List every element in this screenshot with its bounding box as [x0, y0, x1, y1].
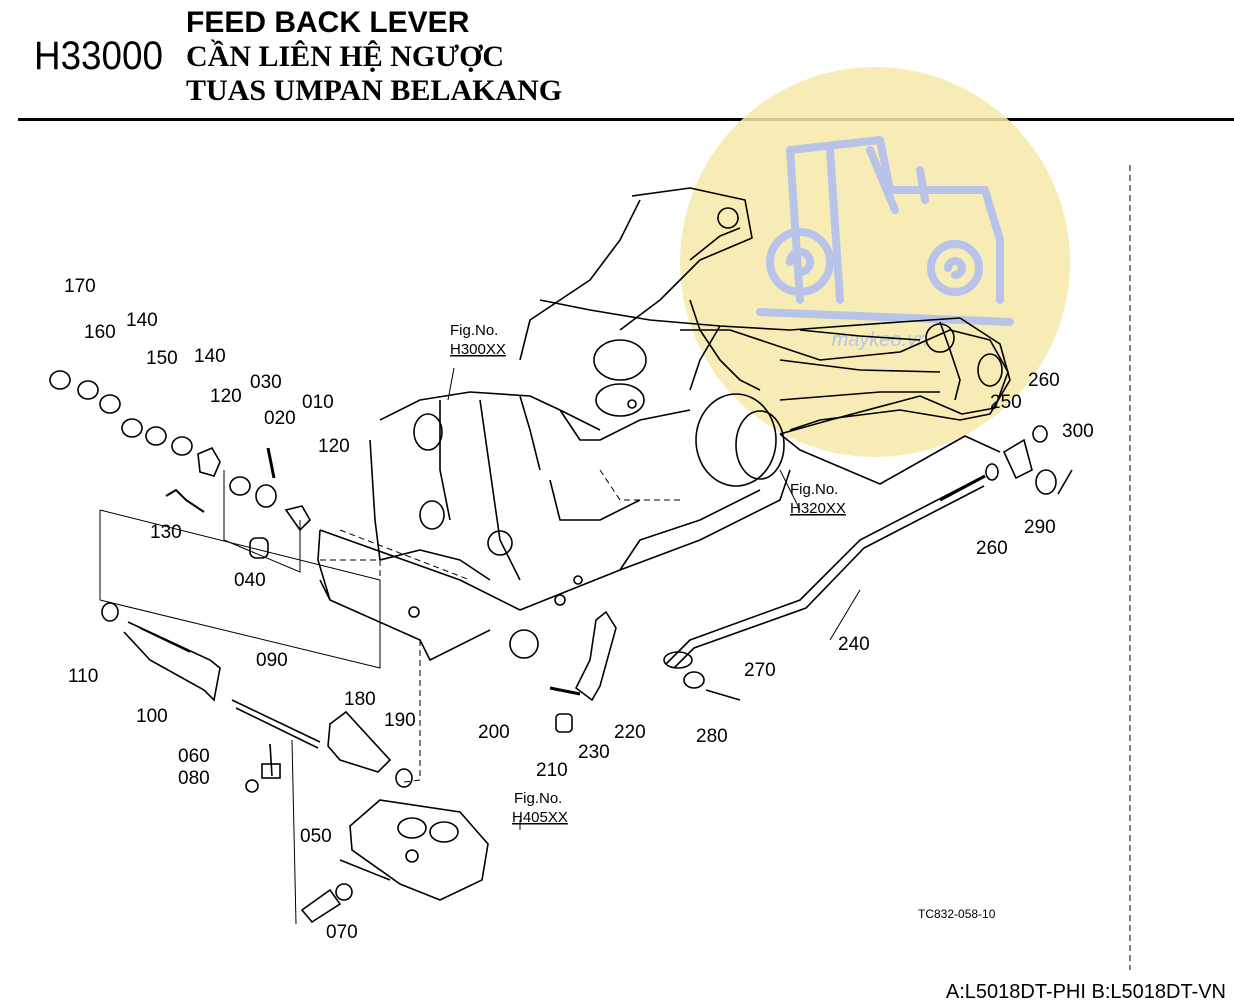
- lift-arm: [680, 323, 1009, 485]
- part-label: 200: [478, 722, 510, 743]
- part-label: 290: [1024, 517, 1056, 538]
- hitch-housing: [317, 187, 1011, 661]
- part-label: 250: [990, 392, 1022, 413]
- watermark-text: maykeo.vn: [832, 329, 929, 351]
- part-label: 080: [178, 768, 210, 789]
- part-label: 220: [614, 722, 646, 743]
- part-label: 120: [210, 386, 242, 407]
- figure-ref-label: Fig.No.: [514, 790, 562, 807]
- model-applicability: A:L5018DT-PHI B:L5018DT-VN: [945, 981, 1226, 1003]
- part-label: 040: [234, 570, 266, 591]
- part-label: 240: [838, 634, 870, 655]
- part-label: 170: [64, 276, 96, 297]
- watermark: maykeo.vn: [680, 67, 1070, 457]
- header-rule: [18, 118, 1234, 121]
- part-label: 130: [150, 522, 182, 543]
- title-vietnamese: CẦN LIÊN HỆ NGƯỢC: [186, 40, 505, 73]
- page-code: H33000: [34, 34, 163, 78]
- feedback-rod: [663, 474, 986, 669]
- part-label: 190: [384, 710, 416, 731]
- tractor-logo-icon: [756, 136, 1014, 326]
- part-label: 140: [126, 310, 158, 331]
- part-label: 070: [326, 922, 358, 943]
- part-label: 090: [256, 650, 288, 671]
- part-label: 160: [84, 322, 116, 343]
- figure-ref-number: H320XX: [790, 500, 846, 517]
- part-label: 020: [264, 408, 296, 429]
- part-label: 100: [136, 706, 168, 727]
- figure-ref-h300: Fig.No. H300XX: [450, 322, 506, 358]
- title-malay: TUAS UMPAN BELAKANG: [186, 74, 563, 107]
- part-label: 030: [250, 372, 282, 393]
- part-label: 300: [1062, 421, 1094, 442]
- page-title: FEED BACK LEVER CẦN LIÊN HỆ NGƯỢC TUAS U…: [186, 6, 562, 108]
- figure-ref-h320: Fig.No. H320XX: [790, 481, 846, 517]
- figure-ref-number: H300XX: [450, 341, 506, 358]
- part-label: 110: [68, 666, 98, 687]
- part-label: 270: [744, 660, 776, 681]
- part-label: 010: [302, 392, 334, 413]
- part-label: 260: [976, 538, 1008, 559]
- part-label: 050: [300, 826, 332, 847]
- part-label: 260: [1028, 370, 1060, 391]
- part-label: 180: [344, 689, 376, 710]
- part-label: 280: [696, 726, 728, 747]
- part-label: 150: [146, 348, 178, 369]
- parts: [49, 370, 1073, 924]
- figure-ref-label: Fig.No.: [450, 322, 498, 339]
- hidden-lines: [320, 165, 1131, 970]
- part-label: 230: [578, 742, 610, 763]
- part-label: 120: [318, 436, 350, 457]
- figure-ref-label: Fig.No.: [790, 481, 838, 498]
- title-english: FEED BACK LEVER: [186, 6, 470, 39]
- part-label: 140: [194, 346, 226, 367]
- watermark-circle: [680, 67, 1070, 457]
- part-label: 060: [178, 746, 210, 767]
- part-labels: 170 160 140 150 140 120 030 020 010 120 …: [64, 276, 1094, 943]
- drawing-code: TC832-058-10: [918, 907, 996, 921]
- part-label: 210: [536, 760, 568, 781]
- leader-lines: [99, 367, 861, 925]
- figure-ref-h405: Fig.No. H405XX: [512, 790, 568, 826]
- figure-ref-number: H405XX: [512, 809, 568, 826]
